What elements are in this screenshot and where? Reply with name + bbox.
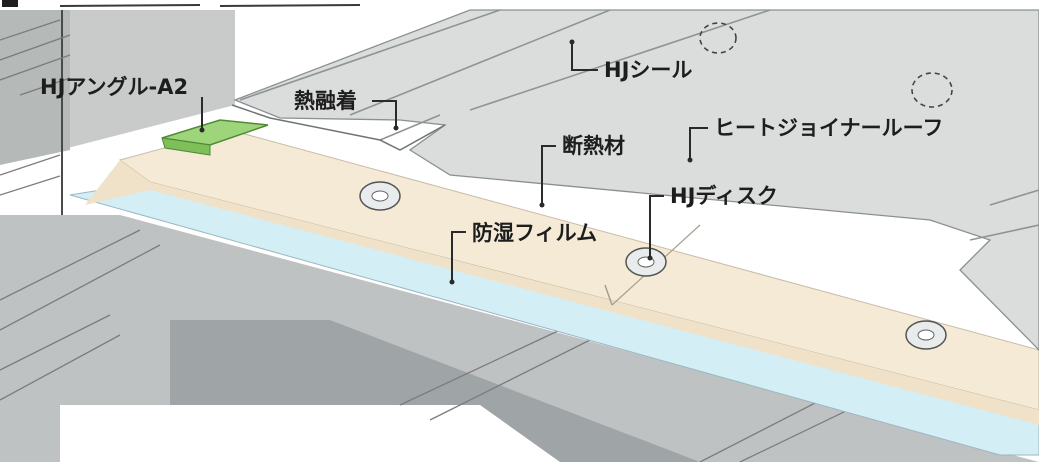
wall-hatching xyxy=(0,19,71,196)
header-square-icon xyxy=(2,0,18,7)
heat-fusion-edge xyxy=(231,104,446,151)
hj-disc-3 xyxy=(905,320,947,350)
insulation-edge xyxy=(85,160,1039,425)
label-moisture-film: 防湿フィルム xyxy=(472,221,597,245)
header-strip xyxy=(0,0,1039,8)
roof-dashed-circle xyxy=(911,72,953,108)
label-hj-angle: HJアングル-A2 xyxy=(40,75,188,99)
beam-face xyxy=(60,405,560,462)
leader-heat-fusion xyxy=(372,100,397,128)
leader-hj-seal xyxy=(571,42,598,71)
leader-hj-disc xyxy=(649,195,664,258)
seal-dashed-circle xyxy=(699,22,737,54)
label-heat-fusion: 熱融着 xyxy=(294,89,357,113)
label-hj-seal: HJシール xyxy=(604,58,692,82)
roof-sheet xyxy=(233,9,1039,351)
header-text-remnant xyxy=(59,4,361,7)
label-heat-joiner-roof: ヒートジョイナールーフ xyxy=(714,116,943,140)
parapet-side xyxy=(0,10,70,165)
insulation-joint xyxy=(604,284,613,306)
hj-disc-2 xyxy=(625,247,667,277)
leader-roof xyxy=(689,127,708,160)
hj-disc-1 xyxy=(359,181,401,211)
deck-hatching xyxy=(0,229,901,462)
label-hj-disc: HJディスク xyxy=(670,184,778,208)
leader-moisture-film xyxy=(451,231,466,282)
label-insulation: 断熱材 xyxy=(562,134,625,158)
hj-angle-front xyxy=(161,137,211,156)
roof-seams xyxy=(239,9,1039,241)
leader-insulation xyxy=(541,145,556,205)
